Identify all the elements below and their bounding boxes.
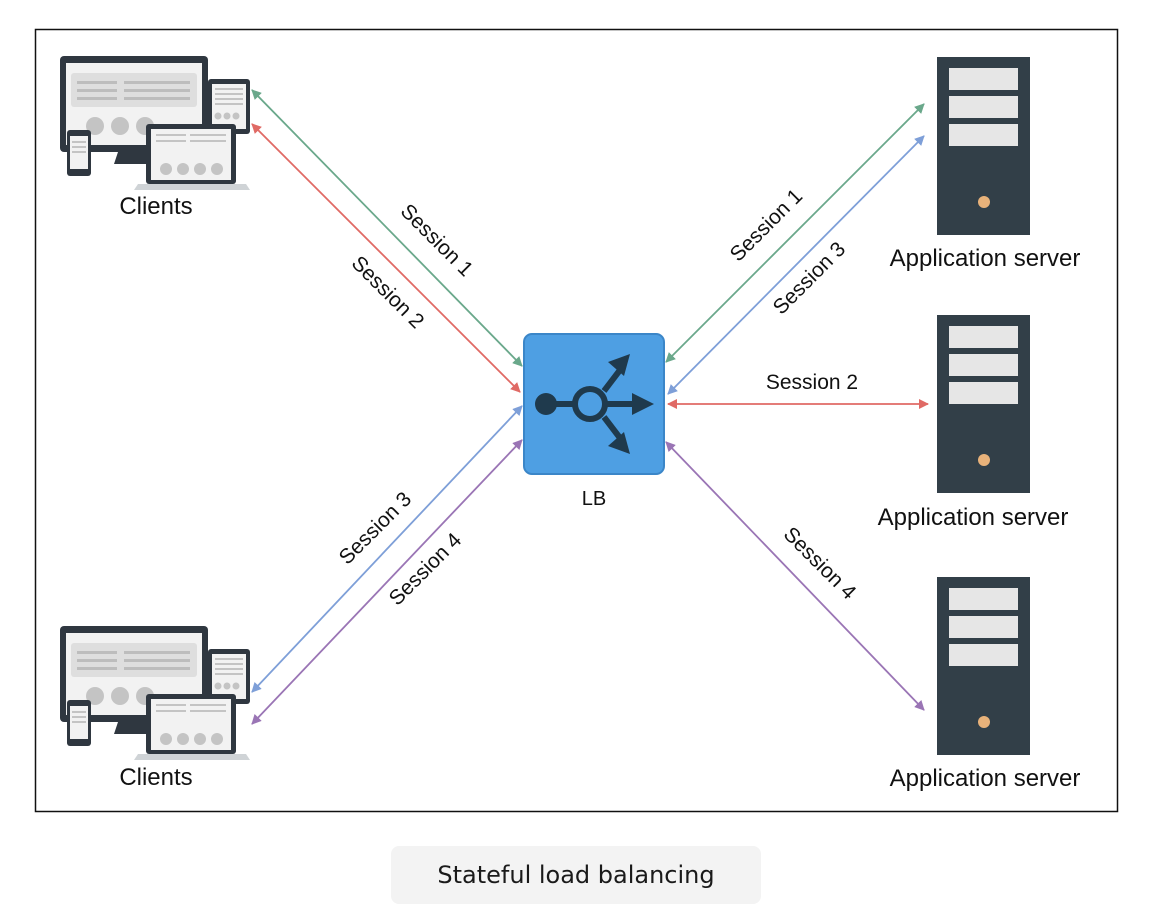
session-2-client-connector (251, 123, 521, 393)
clients-icon-bottom (60, 626, 250, 760)
clients-label-bottom: Clients (119, 764, 192, 791)
session-3-server-connector (667, 135, 925, 395)
caption-text: Stateful load balancing (437, 861, 715, 889)
application-server-icon-bottom (937, 577, 1030, 755)
load-balancer-label: LB (582, 488, 606, 510)
application-server-label-top: Application server (890, 245, 1081, 272)
session-4-client-connector (251, 439, 523, 725)
application-server-icon-top (937, 57, 1030, 235)
application-server-label-middle: Application server (878, 504, 1069, 531)
load-balancer-icon (523, 333, 665, 475)
clients-icon-top (60, 56, 250, 190)
session-4-server-connector (665, 441, 925, 711)
application-server-icon-middle (937, 315, 1030, 493)
application-server-label-bottom: Application server (890, 765, 1081, 792)
session-2-label-server: Session 2 (766, 371, 858, 394)
figure-caption: Stateful load balancing (391, 846, 761, 904)
clients-label-top: Clients (119, 193, 192, 220)
